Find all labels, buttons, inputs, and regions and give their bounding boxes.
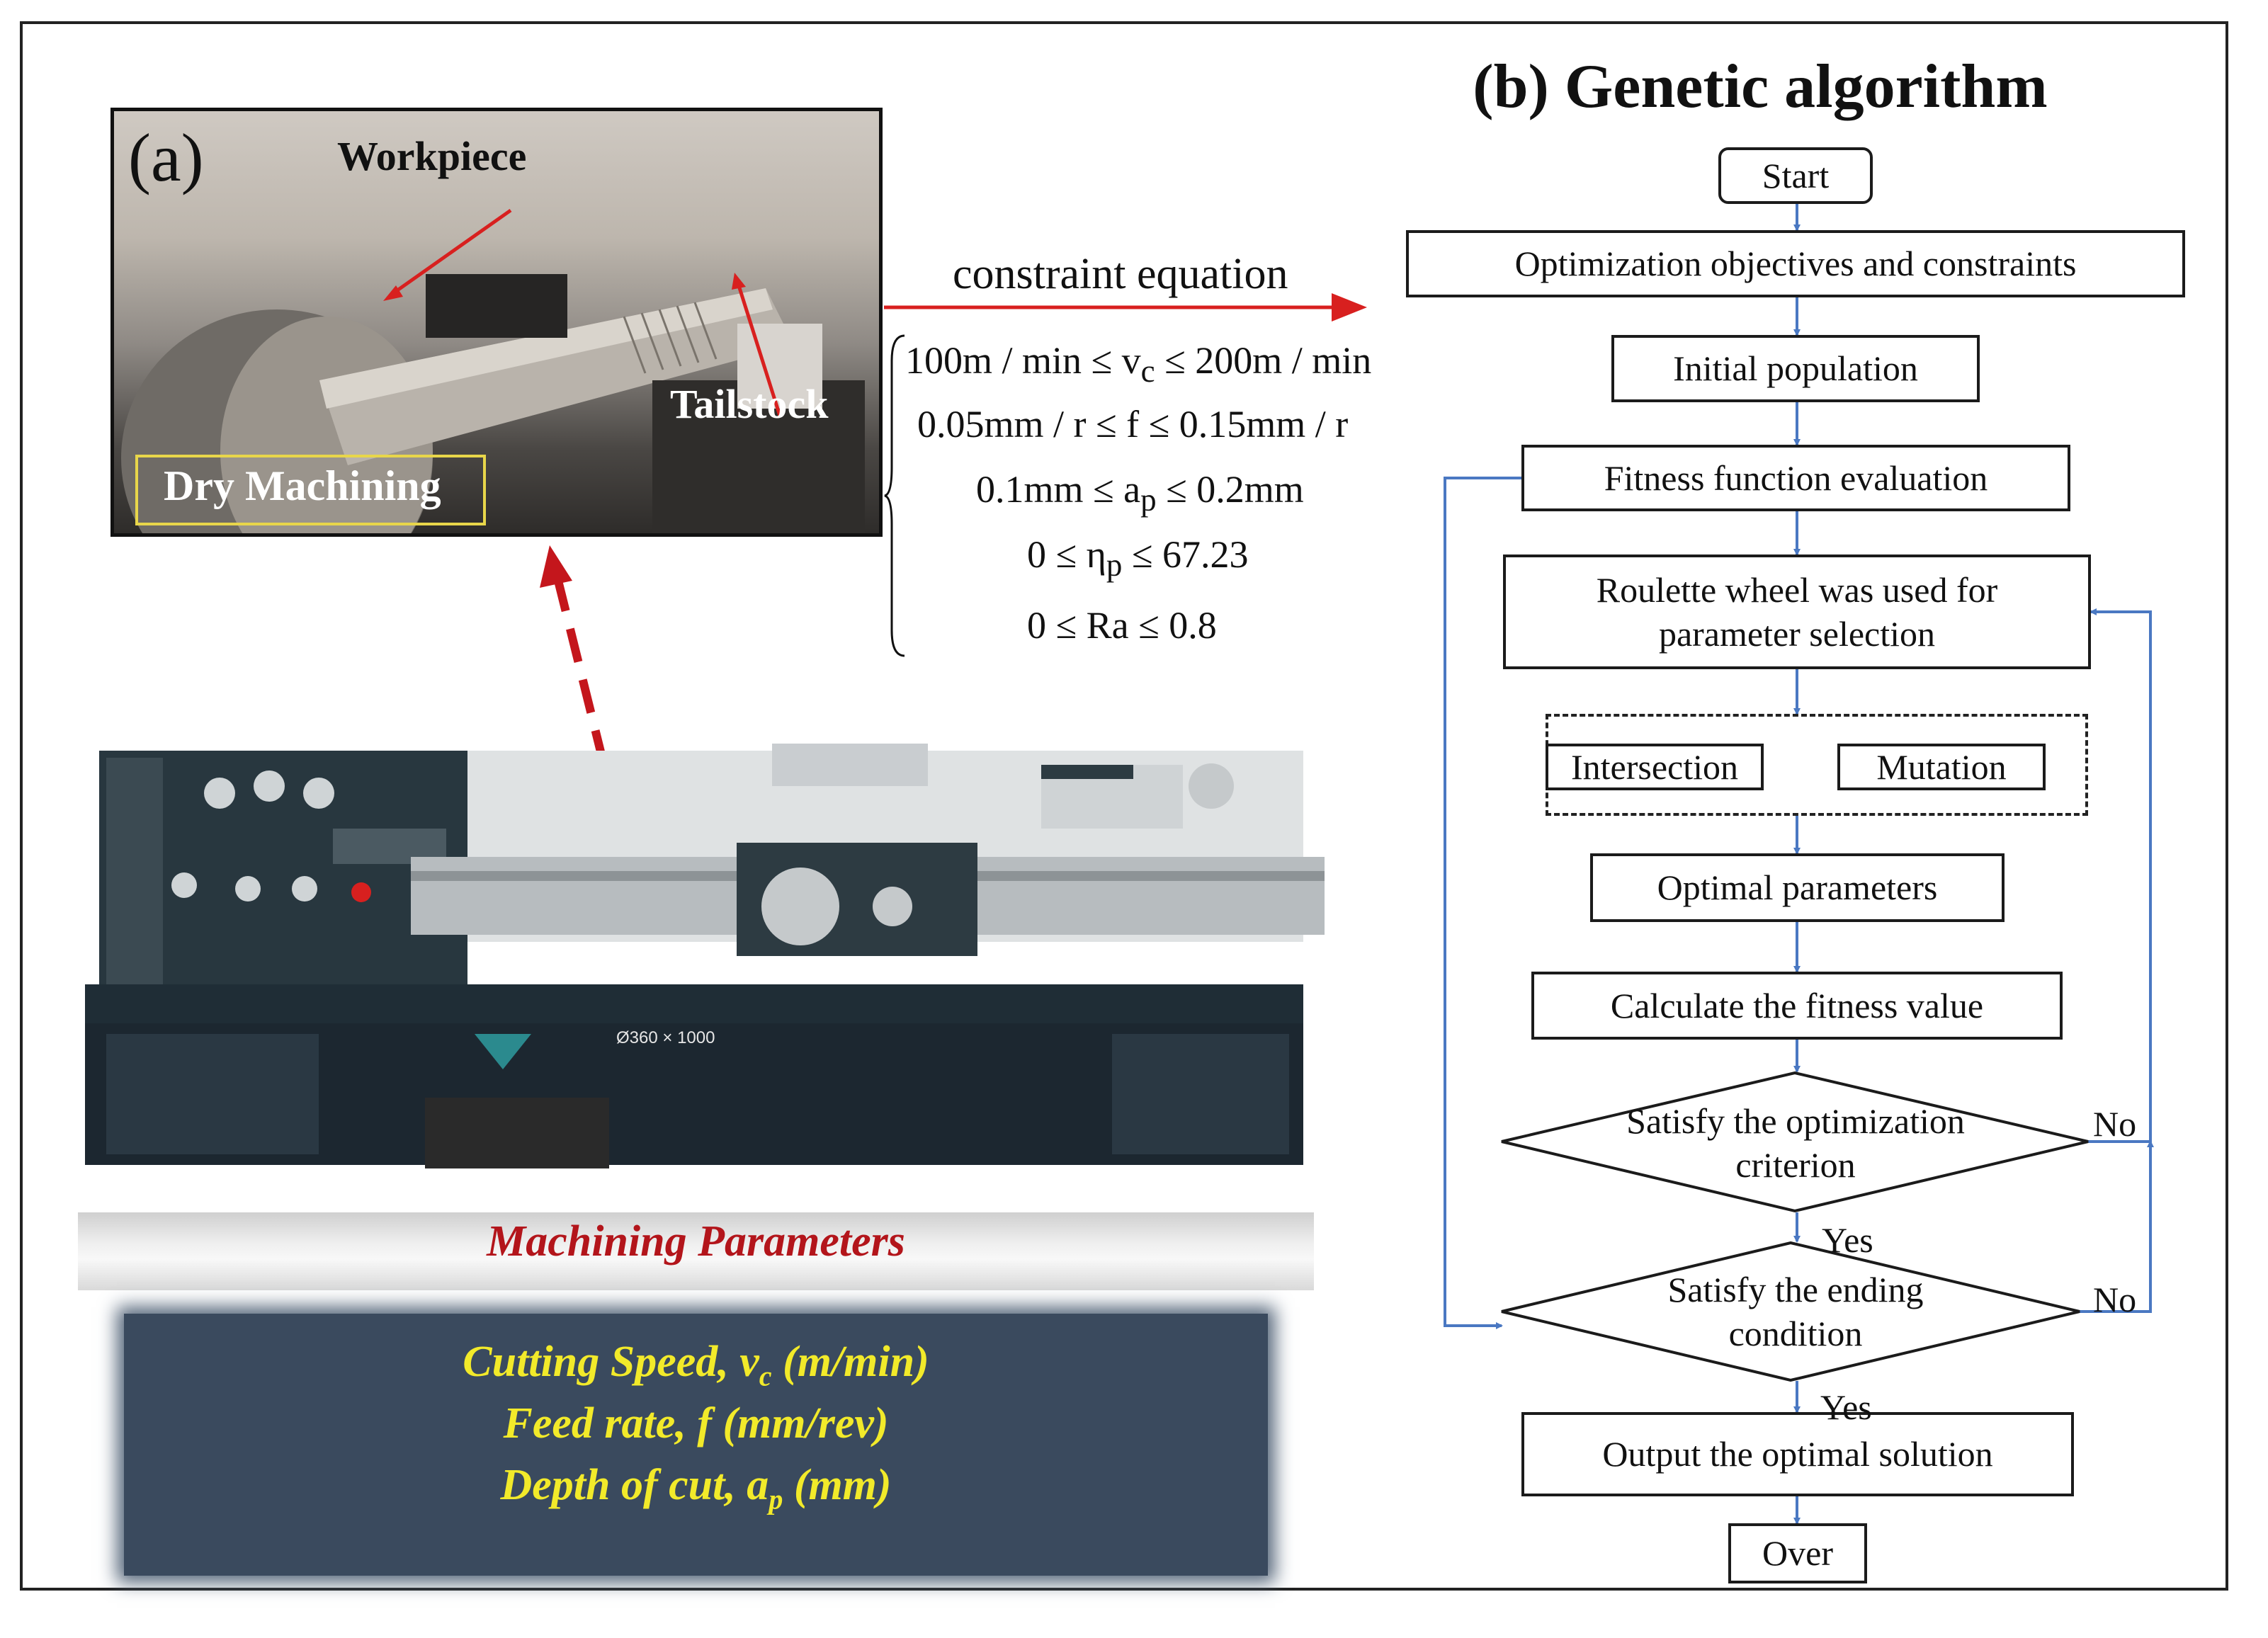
compound-rest [772, 744, 928, 786]
fitness-evaluation-node: Fitness function evaluation [1521, 445, 2070, 511]
dashed-link-arrowhead [540, 545, 572, 588]
param1-sub: c [759, 1360, 772, 1392]
workpiece-highlight [319, 288, 773, 409]
lathe-plate: Ø360 × 1000 [616, 1028, 715, 1047]
small-handwheel [873, 887, 912, 926]
constraint-eq-1: 100m / min ≤ vc ≤ 200m / min [905, 339, 1371, 389]
workpiece-label: Workpiece [337, 133, 527, 179]
photo-illustration [121, 208, 865, 533]
eq4-sub: p [1106, 547, 1123, 583]
tailstock-handwheel [1189, 763, 1234, 809]
decision2-yes-label: Yes [1820, 1387, 1872, 1427]
objectives-node: Optimization objectives and constraints [1406, 230, 2185, 297]
machining-parameters-band [78, 1212, 1314, 1290]
constraint-equation-title: constraint equation [953, 250, 1288, 298]
flowchart-title: (b) Genetic algorithm [1473, 52, 2048, 121]
decision1-yes-label: Yes [1822, 1220, 1873, 1260]
headstock-panel [106, 758, 163, 1013]
tool-holder [737, 324, 822, 409]
constraint-eq-5: 0 ≤ Ra ≤ 0.8 [1027, 604, 1217, 647]
calculate-fitness-node: Calculate the fitness value [1531, 972, 2063, 1040]
headstock-knobs [171, 770, 371, 902]
machining-parameters-title: Machining Parameters [487, 1217, 905, 1266]
param1-tail: (m/min) [771, 1338, 929, 1386]
lathe-accent [475, 1034, 531, 1069]
figure-frame [20, 21, 2228, 1591]
decision1-diamond [1501, 1071, 2089, 1213]
mutation-node: Mutation [1837, 744, 2046, 790]
decision1-no-label: No [2093, 1104, 2137, 1144]
workpiece-grooves [623, 302, 718, 374]
over-node: Over [1728, 1523, 1867, 1583]
brace-icon [884, 334, 905, 657]
tool-block [426, 274, 567, 338]
eq3-sub: p [1140, 482, 1157, 518]
constraint-arrowhead [1332, 293, 1367, 322]
machining-parameters-box [124, 1314, 1268, 1576]
eq1-sub: c [1140, 353, 1155, 389]
eq1-tail: ≤ 200m / min [1155, 339, 1372, 382]
left-door [106, 1034, 319, 1154]
workpiece-arrow [389, 208, 512, 297]
param-depth-of-cut: Depth of cut, ap (mm) [124, 1460, 1268, 1515]
intersection-node: Intersection [1546, 744, 1764, 790]
decision2-no-label: No [2093, 1280, 2137, 1319]
dry-machining-label: Dry Machining [164, 462, 441, 509]
tailstock-arrow [735, 280, 782, 416]
chip-tray [425, 1098, 609, 1168]
workpiece-photo: (a) Workpiece Tailstock Dry Machining [110, 108, 883, 537]
tailstock-arrowhead [732, 273, 746, 290]
right-door [1112, 1034, 1289, 1154]
param3-text: Depth of cut, a [500, 1461, 769, 1509]
param-cutting-speed: Cutting Speed, vc (m/min) [124, 1337, 1268, 1392]
arrow-decision1-no [2088, 608, 2152, 1143]
param-feed-rate: Feed rate, f (mm/rev) [503, 1399, 889, 1448]
roulette-selection-node: Roulette wheel was used for parameter se… [1503, 554, 2091, 669]
tailstock-label: Tailstock [670, 381, 829, 427]
handwheel [761, 868, 839, 945]
workpiece-arrowhead [383, 285, 403, 301]
panel-a-label: (a) [128, 120, 204, 195]
param3-tail: (mm) [783, 1461, 892, 1509]
eq1-text: 100m / min ≤ v [905, 339, 1141, 382]
decision2-label: Satisfy the ending condition [1667, 1269, 1924, 1354]
decision1-label: Satisfy the optimization criterion [1626, 1100, 1965, 1185]
param1-text: Cutting Speed, v [463, 1338, 759, 1386]
optimal-parameters-node: Optimal parameters [1590, 853, 2005, 922]
lathe-illustration: Ø360 × 1000 [85, 744, 1325, 1168]
output-solution-node: Output the optimal solution [1521, 1412, 2074, 1496]
arrow-fitness-decision2 [1444, 477, 1521, 1329]
eq4-text: 0 ≤ η [1027, 533, 1106, 576]
constraint-eq-4: 0 ≤ ηp ≤ 67.23 [1027, 533, 1249, 584]
lathe-bed [85, 984, 1303, 1027]
eq3-tail: ≤ 0.2mm [1156, 468, 1304, 511]
eq3-text: 0.1mm ≤ a [976, 468, 1141, 511]
initial-population-node: Initial population [1611, 335, 1980, 402]
dashed-link-arrow [540, 545, 620, 816]
constraint-arrow [884, 293, 1367, 322]
dry-machining-box [135, 455, 486, 525]
eq4-tail: ≤ 67.23 [1122, 533, 1249, 576]
constraint-eq-3: 0.1mm ≤ ap ≤ 0.2mm [976, 467, 1304, 518]
start-node: Start [1718, 147, 1873, 204]
param3-sub: p [769, 1483, 783, 1515]
decision2-diamond [1501, 1241, 2080, 1382]
constraint-eq-2: 0.05mm / r ≤ f ≤ 0.15mm / r [917, 403, 1349, 445]
arrow-decision2-no [2080, 1140, 2154, 1313]
workpiece-cylinder [319, 288, 794, 465]
tailstock-top [1041, 765, 1133, 779]
